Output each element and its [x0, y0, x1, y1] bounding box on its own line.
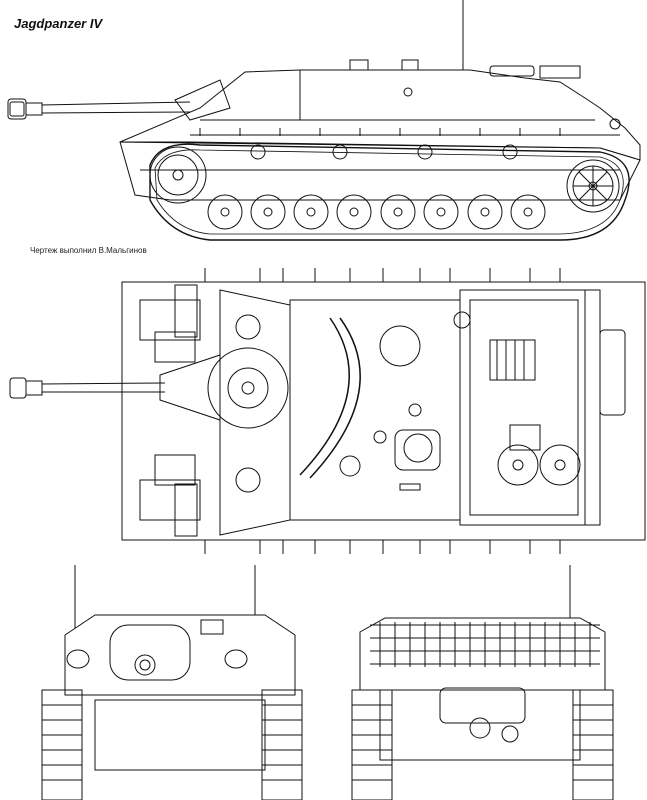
side-idler-wheel [566, 159, 620, 213]
side-hull [119, 59, 641, 201]
rear-track-links [370, 622, 600, 667]
top-dimension-ticks [204, 268, 561, 554]
front-gun-muzzle [134, 654, 156, 676]
rear-tracks [351, 689, 614, 800]
front-lower-hull [94, 699, 266, 771]
side-road-wheels [207, 194, 546, 230]
top-left-hatch-rear [154, 454, 196, 486]
rear-view [351, 565, 614, 800]
top-engine-deck [453, 289, 586, 526]
side-track [149, 143, 630, 241]
front-tracks [41, 689, 303, 800]
front-view [41, 565, 303, 800]
front-gun-mantlet [109, 624, 191, 681]
drawing-title: Jagdpanzer IV [14, 16, 103, 31]
rear-muffler [439, 687, 526, 724]
side-gun [7, 98, 191, 120]
drawing-credit: Чертеж выполнил В.Мальгинов [30, 246, 147, 255]
top-cupola [379, 325, 421, 367]
top-view [9, 268, 646, 554]
top-exhaust [599, 329, 626, 416]
side-view [7, 0, 641, 241]
top-left-hatch [154, 331, 196, 363]
side-drive-sprocket [149, 146, 207, 204]
top-gun [9, 377, 166, 399]
rear-lower-hull [379, 689, 581, 761]
